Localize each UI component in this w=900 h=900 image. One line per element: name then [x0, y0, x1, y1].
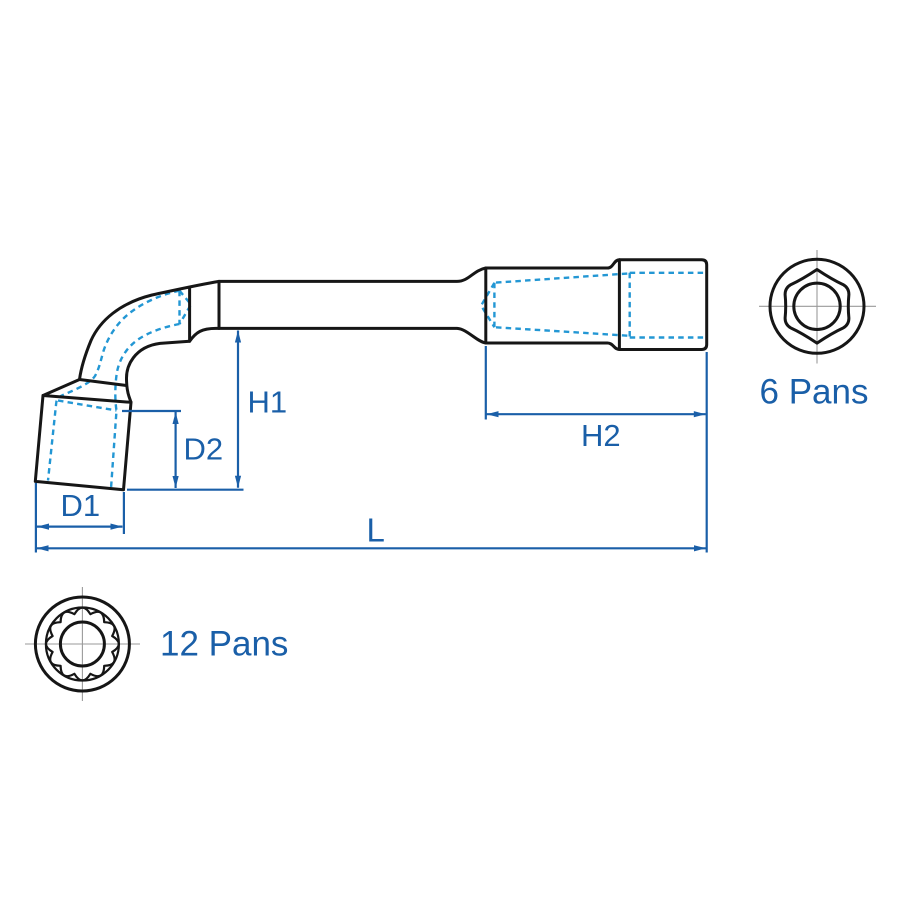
svg-text:D2: D2 — [184, 432, 224, 467]
svg-text:H2: H2 — [581, 418, 621, 453]
svg-text:6 Pans: 6 Pans — [760, 373, 869, 412]
svg-text:D1: D1 — [61, 488, 101, 523]
svg-text:12 Pans: 12 Pans — [160, 625, 288, 664]
svg-text:L: L — [367, 512, 385, 549]
svg-text:H1: H1 — [248, 385, 288, 420]
